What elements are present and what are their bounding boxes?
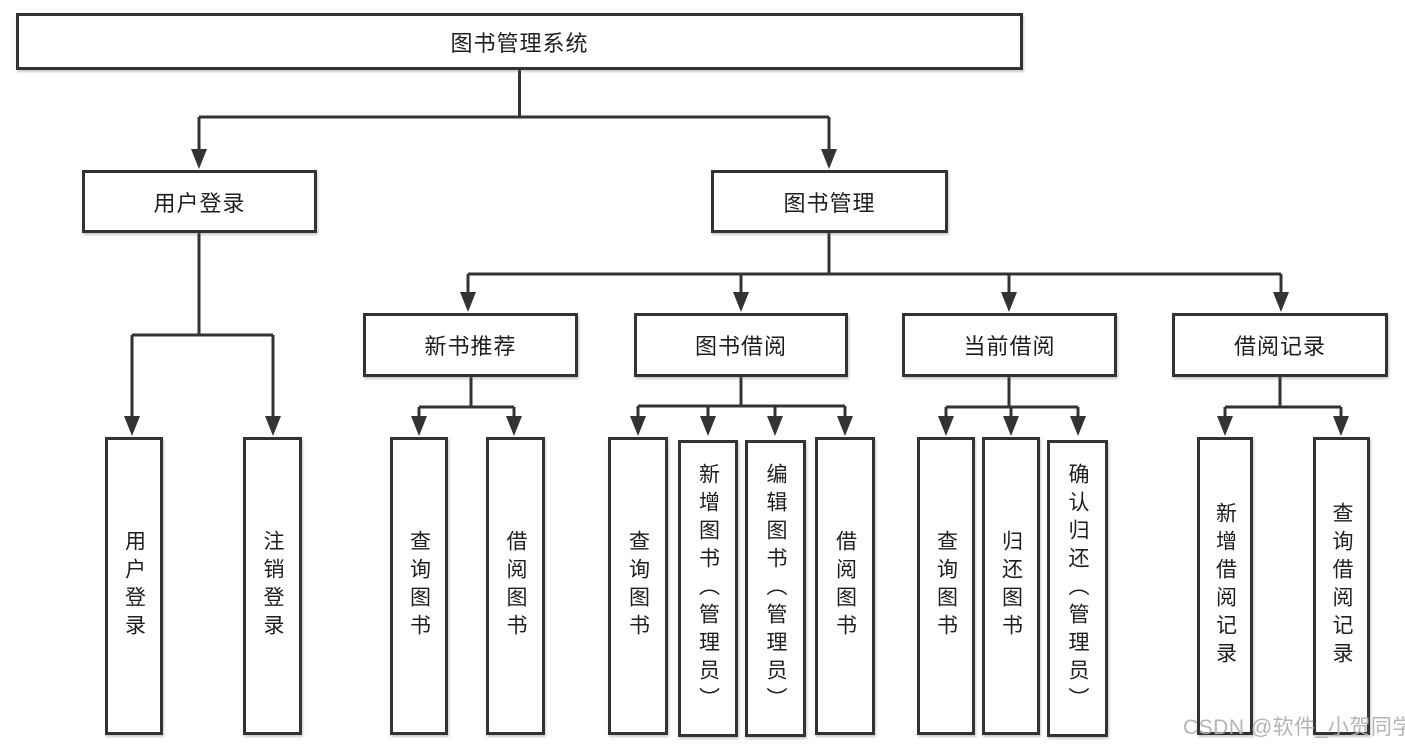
leaf-logout: 注销登录 — [243, 437, 302, 735]
leaf-cb-confirm-return-admin: 确认归还（管理员） — [1047, 440, 1108, 737]
node-user-login: 用户登录 — [82, 170, 317, 233]
connector-paths — [130, 70, 1343, 418]
leaf-nbr-borrow-books: 借阅图书 — [486, 437, 545, 735]
leaf-br-add-record: 新增借阅记录 — [1197, 437, 1253, 735]
leaf-br-query-record: 查询借阅记录 — [1313, 437, 1370, 735]
leaf-bb-edit-book-admin: 编辑图书（管理员） — [745, 440, 806, 737]
leaf-user-login: 用户登录 — [105, 437, 163, 735]
node-root: 图书管理系统 — [16, 13, 1023, 70]
node-borrow-records: 借阅记录 — [1172, 313, 1388, 377]
leaf-bb-query-books: 查询图书 — [608, 437, 668, 735]
node-book-management: 图书管理 — [711, 170, 948, 233]
arrowheads — [124, 149, 1349, 436]
node-current-borrow: 当前借阅 — [902, 313, 1117, 377]
csdn-watermark: CSDN @软件_小贺同学 — [1183, 716, 1405, 739]
connectors-group — [124, 70, 1349, 436]
node-new-book-recommend: 新书推荐 — [363, 313, 578, 377]
leaf-bb-borrow-books: 借阅图书 — [815, 437, 875, 735]
leaf-bb-add-book-admin: 新增图书（管理员） — [678, 440, 738, 737]
leaf-cb-query-books: 查询图书 — [917, 437, 975, 735]
leaf-cb-return-books: 归还图书 — [982, 437, 1040, 735]
node-book-borrow: 图书借阅 — [634, 313, 848, 377]
leaf-nbr-query-books: 查询图书 — [390, 437, 448, 735]
